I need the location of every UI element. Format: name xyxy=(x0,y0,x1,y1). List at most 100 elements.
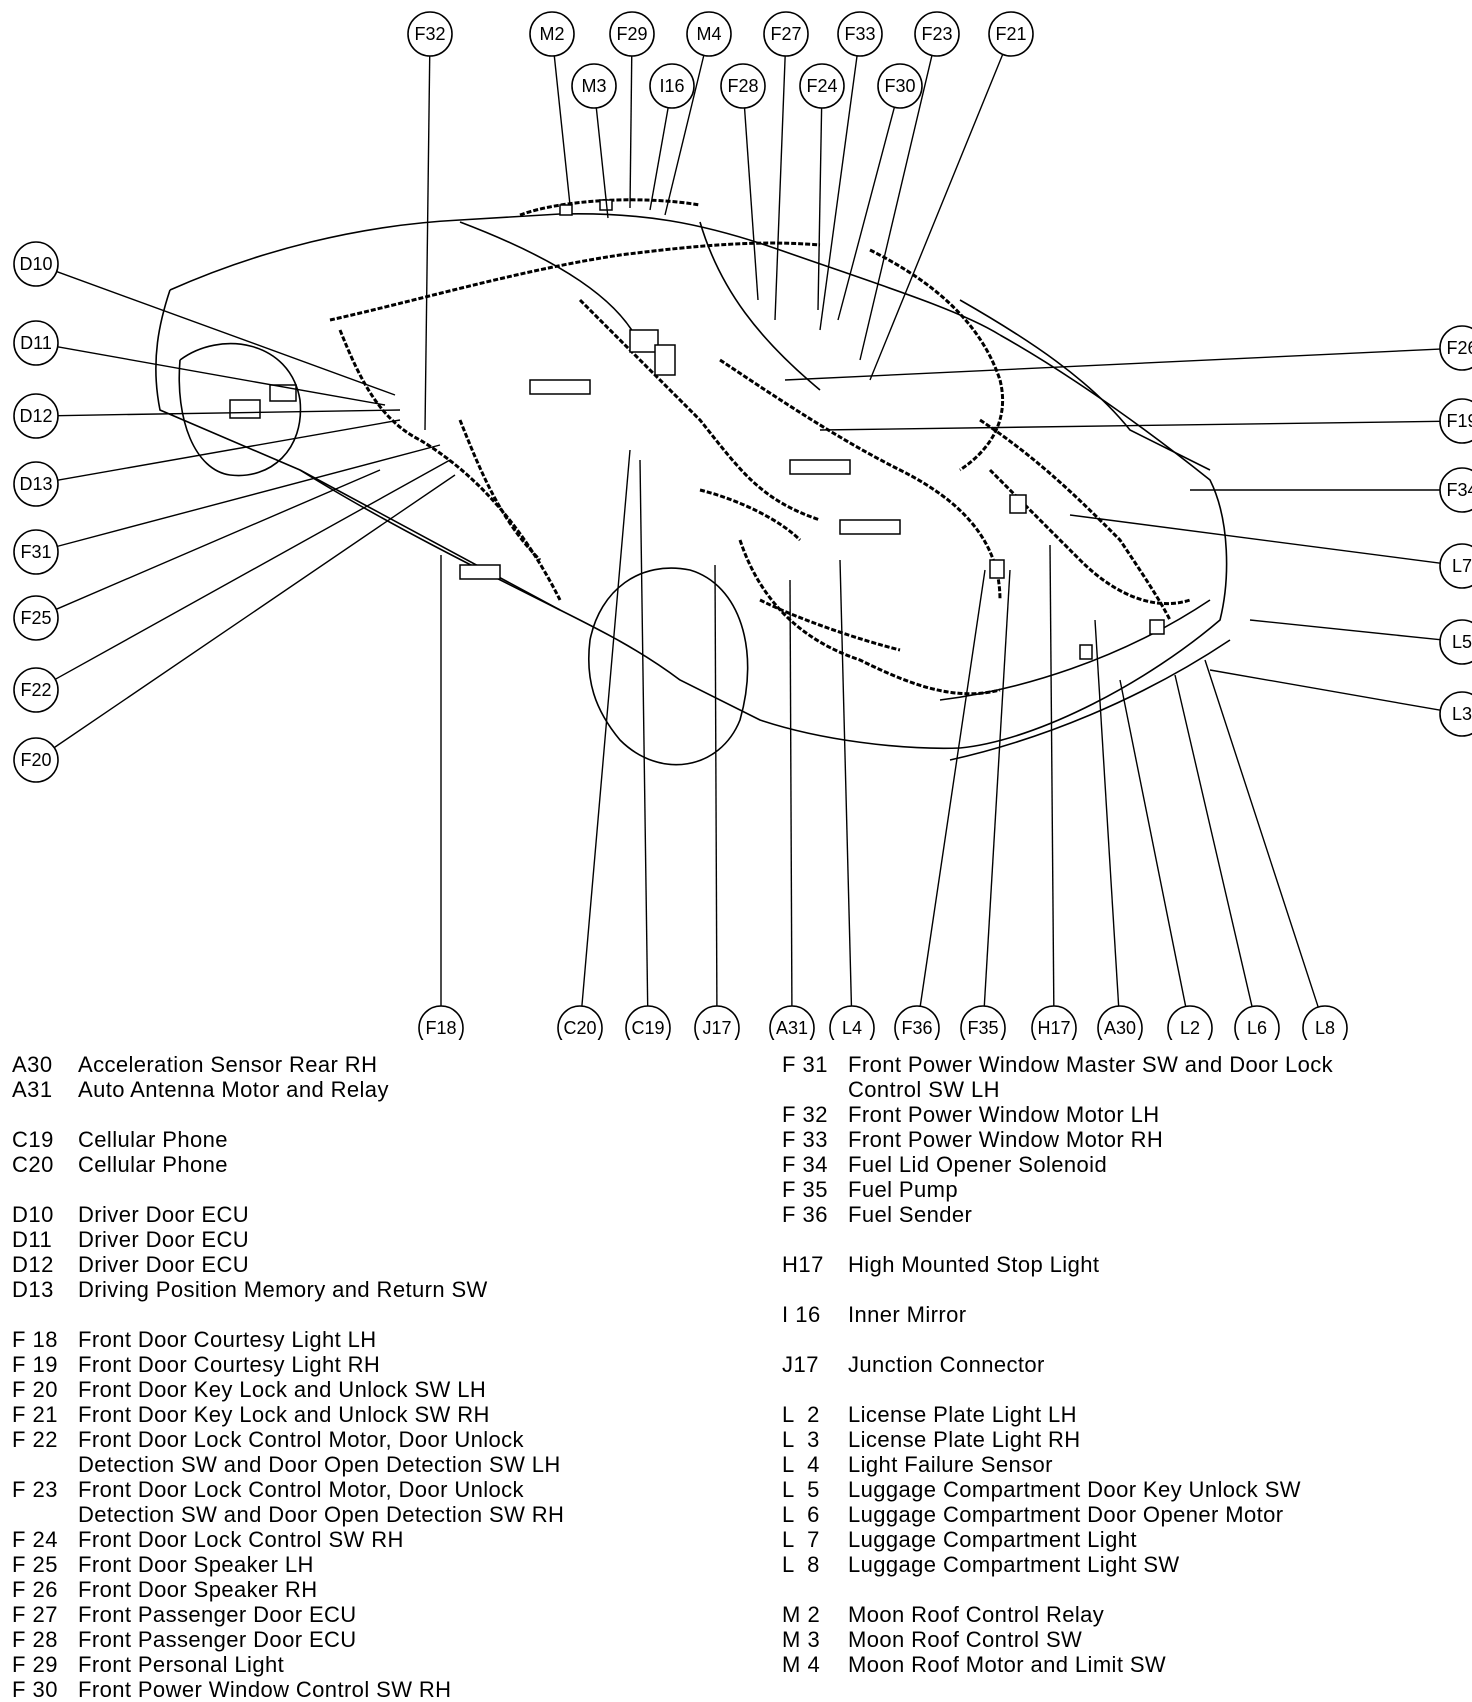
callout-label: F30 xyxy=(884,76,915,96)
callout-circle xyxy=(407,11,453,57)
legend-spacer xyxy=(782,1377,1462,1402)
callout-f24: F24 xyxy=(799,63,845,109)
legend-description: Front Door Speaker RH xyxy=(78,1577,318,1602)
legend-description: Fuel Sender xyxy=(848,1202,973,1227)
callout-m2: M2 xyxy=(529,11,575,57)
callout-label: D11 xyxy=(20,333,52,353)
legend-code: F 32 xyxy=(782,1102,829,1127)
legend-spacer xyxy=(12,1302,712,1327)
legend-code: A31 xyxy=(12,1077,53,1102)
callout-label: F33 xyxy=(844,24,875,44)
callout-circle xyxy=(609,11,655,57)
legend-description: Front Door Speaker LH xyxy=(78,1552,314,1577)
leader-line-m2 xyxy=(553,55,571,206)
leader-line-h17 xyxy=(1049,544,1055,1007)
front-right-wheel xyxy=(587,567,749,766)
legend-entry: Detection SW and Door Open Detection SW … xyxy=(12,1502,712,1527)
callout-circle xyxy=(13,320,59,366)
leader-line-l5 xyxy=(1249,619,1441,641)
leader-line-j17 xyxy=(714,564,718,1007)
callout-circle xyxy=(1439,691,1472,737)
callout-d12: D12 xyxy=(13,393,59,439)
callout-label: H17 xyxy=(1037,1018,1070,1038)
legend-description: Front Power Window Motor LH xyxy=(848,1102,1160,1127)
leader-line-d13 xyxy=(57,419,401,481)
callout-label: F20 xyxy=(20,750,51,770)
leader-lines xyxy=(53,54,1441,1008)
legend-entry: F 32 Front Power Window Motor LH xyxy=(782,1102,1462,1127)
legend-code: F 24 xyxy=(12,1527,59,1552)
callout-label: D12 xyxy=(19,406,52,426)
wiring-harness xyxy=(329,198,1191,696)
legend-code: F 18 xyxy=(12,1327,59,1352)
leader-line-a30 xyxy=(1094,619,1120,1007)
callout-label: C19 xyxy=(631,1018,664,1038)
leader-line-f30 xyxy=(837,107,896,321)
legend-description: Front Passenger Door ECU xyxy=(78,1627,357,1652)
leader-line-a31 xyxy=(789,579,793,1007)
callout-i16: I16 xyxy=(649,63,695,109)
legend-code: L 4 xyxy=(782,1452,820,1477)
leader-line-l4 xyxy=(839,559,853,1007)
callout-f18: F18 xyxy=(418,1005,464,1040)
callout-f32: F32 xyxy=(407,11,453,57)
leader-line-f28 xyxy=(743,107,759,301)
callout-f21: F21 xyxy=(988,11,1034,57)
legend-description: Front Power Window Control SW RH xyxy=(78,1677,452,1702)
legend-spacer xyxy=(782,1277,1462,1302)
leader-line-c19 xyxy=(639,459,649,1007)
legend-code: D10 xyxy=(12,1202,54,1227)
leader-line-c20 xyxy=(581,449,631,1007)
callout-label: M4 xyxy=(696,24,721,44)
legend-code: C20 xyxy=(12,1152,54,1177)
callout-f19: F19 xyxy=(1439,398,1472,444)
callout-f35: F35 xyxy=(960,1005,1006,1040)
callout-circle xyxy=(1234,1005,1280,1040)
callout-circle xyxy=(837,11,883,57)
legend-code: F 20 xyxy=(12,1377,59,1402)
callout-label: F34 xyxy=(1446,480,1472,500)
callout-j17: J17 xyxy=(694,1005,740,1040)
legend-description: Driver Door ECU xyxy=(78,1227,250,1252)
legend-entry: L 7 Luggage Compartment Light xyxy=(782,1527,1462,1552)
legend-description: Luggage Compartment Light xyxy=(848,1527,1137,1552)
callout-circle xyxy=(13,737,59,783)
legend-code: F 34 xyxy=(782,1152,829,1177)
callout-circle xyxy=(13,241,59,287)
callout-label: D13 xyxy=(19,474,52,494)
legend-description: Front Door Courtesy Light RH xyxy=(78,1352,381,1377)
legend-code: L 5 xyxy=(782,1477,820,1502)
leader-line-f32 xyxy=(424,55,431,431)
callout-circle xyxy=(720,63,766,109)
legend-code: C19 xyxy=(12,1127,54,1152)
callout-label: F19 xyxy=(1446,411,1472,431)
callout-circle xyxy=(557,1005,603,1040)
leader-line-f19 xyxy=(819,420,1441,431)
callout-f27: F27 xyxy=(763,11,809,57)
legend-code: J17 xyxy=(782,1352,819,1377)
legend-code: F 23 xyxy=(12,1477,59,1502)
callout-d11: D11 xyxy=(13,320,59,366)
callout-circle xyxy=(529,11,575,57)
legend-code: L 7 xyxy=(782,1527,820,1552)
leader-line-f26 xyxy=(784,348,1441,381)
legend-description: High Mounted Stop Light xyxy=(848,1252,1100,1277)
legend-code: L 3 xyxy=(782,1427,820,1452)
callout-label: F32 xyxy=(414,24,445,44)
leader-line-d10 xyxy=(56,270,396,396)
callout-label: L5 xyxy=(1452,632,1472,652)
legend-description: Driver Door ECU xyxy=(78,1252,250,1277)
callout-circle xyxy=(686,11,732,57)
